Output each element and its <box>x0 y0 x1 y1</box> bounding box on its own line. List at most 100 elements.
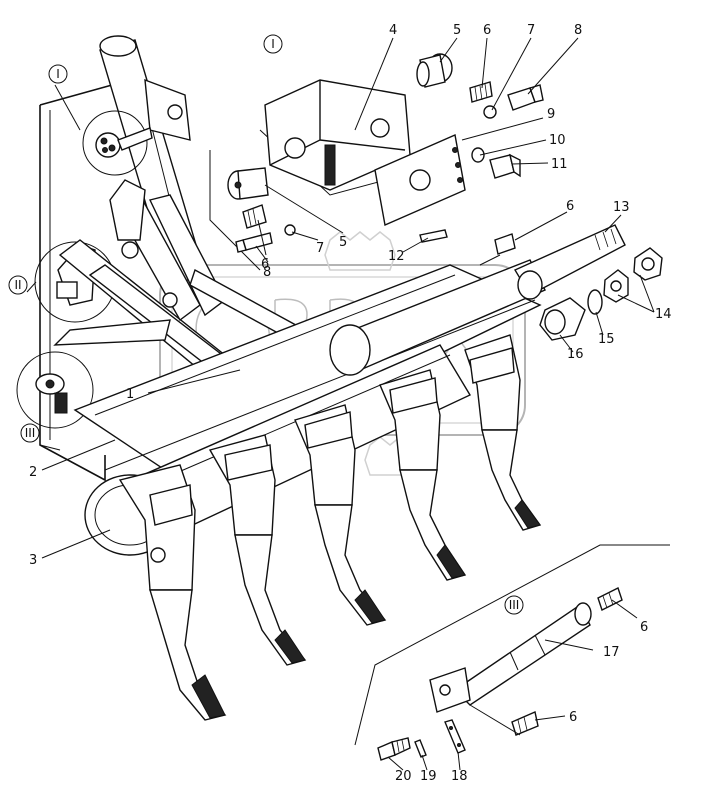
leader-8-top <box>527 37 579 95</box>
view-marker-III-right: III <box>504 595 524 615</box>
svg-text:III: III <box>25 426 36 440</box>
callout-2: 2 <box>29 465 37 480</box>
leader-12 <box>402 237 429 253</box>
leader-17 <box>544 639 594 651</box>
svg-text:II: II <box>14 278 21 292</box>
plate-18-head <box>429 667 471 713</box>
bolt-8-top <box>507 84 544 111</box>
callout-19: 19 <box>420 769 437 784</box>
callout-8-left: 8 <box>263 265 271 280</box>
callout-7-left: 7 <box>316 241 324 256</box>
callout-3: 3 <box>29 553 37 568</box>
callout-10: 10 <box>549 133 566 148</box>
exploded-view-I <box>209 53 544 271</box>
callout-13: 13 <box>613 200 630 215</box>
callout-20: 20 <box>395 769 412 784</box>
callout-7-top: 7 <box>527 23 535 38</box>
leader-20 <box>387 756 404 771</box>
leader-15 <box>595 311 604 336</box>
view-marker-I-left: I <box>48 64 68 84</box>
leader-5-left <box>264 184 344 234</box>
shank-brackets <box>149 347 515 526</box>
leader-6-top <box>481 37 488 89</box>
leader-8-left <box>255 245 269 263</box>
callout-6-right: 6 <box>640 620 648 635</box>
leader-10 <box>479 139 547 156</box>
leader-18 <box>457 751 461 771</box>
callout-8-top: 8 <box>574 23 582 38</box>
washer-19 <box>414 739 427 758</box>
bolt-6-lower <box>511 711 539 736</box>
callout-5-left: 5 <box>339 235 347 250</box>
svg-text:I: I <box>56 67 60 81</box>
view-markers: I I II III III <box>8 34 524 615</box>
bolt-6-left <box>242 204 267 229</box>
washer-10 <box>471 147 485 163</box>
bolt-6-top <box>469 81 493 103</box>
detail-circle-I <box>82 110 153 176</box>
leader-16 <box>559 334 574 353</box>
leader-6-left <box>257 219 267 256</box>
leader-19 <box>421 754 428 771</box>
leader-view-I-left <box>54 84 81 131</box>
callout-14: 14 <box>655 307 672 322</box>
washer-7-left <box>284 224 296 236</box>
view-marker-I-top: I <box>263 34 283 54</box>
leader-2 <box>41 439 116 471</box>
view-III-assembly <box>354 544 670 761</box>
callout-18: 18 <box>451 769 468 784</box>
leader-view-II <box>26 281 37 293</box>
leader-1 <box>147 369 241 394</box>
leader-14a <box>639 274 655 313</box>
axle-17 <box>453 602 592 706</box>
leader-3 <box>41 529 111 559</box>
leader-11 <box>511 162 549 165</box>
bushing-16 <box>539 297 586 341</box>
svg-text:III: III <box>509 598 520 612</box>
callout-5-top: 5 <box>453 23 461 38</box>
leader-4 <box>354 37 394 131</box>
view-marker-II: II <box>8 275 28 295</box>
leader-7-left <box>291 231 319 241</box>
detail-circle-III <box>16 351 94 429</box>
callout-12: 12 <box>388 249 405 264</box>
callout-labels: 1 2 3 4 5 5 6 6 6 6 6 7 7 8 8 9 10 11 12… <box>29 23 672 784</box>
svg-text:I: I <box>271 37 275 51</box>
bracket-4 <box>264 79 411 191</box>
bolt-8-left <box>235 232 273 253</box>
pin-5-top <box>416 53 453 88</box>
callout-15: 15 <box>598 332 615 347</box>
callout-6-top: 6 <box>483 23 491 38</box>
view-marker-III-left: III <box>20 423 40 443</box>
callout-11: 11 <box>551 157 568 172</box>
pin-13-assembly <box>479 224 663 341</box>
callout-17: 17 <box>603 645 620 660</box>
callout-9: 9 <box>547 107 555 122</box>
callout-16: 16 <box>567 347 584 362</box>
strip-18 <box>444 719 466 754</box>
callout-6-mid: 6 <box>566 199 574 214</box>
ripper-frame-beam <box>73 259 546 481</box>
callout-6-lower: 6 <box>569 710 577 725</box>
nut-14 <box>603 247 663 303</box>
callout-1: 1 <box>126 387 134 402</box>
washer-15 <box>587 289 603 315</box>
leader-7-top <box>491 37 532 111</box>
plate-9 <box>374 134 466 226</box>
bolt-6-right <box>597 587 623 611</box>
leader-14b <box>617 294 655 313</box>
leader-5-top <box>439 37 458 63</box>
leader-6-lower <box>534 715 566 721</box>
washer-7-top <box>483 105 497 119</box>
leader-13 <box>604 214 622 233</box>
leader-6-mid <box>514 211 568 241</box>
leader-9 <box>461 117 544 141</box>
callout-6-left: 6 <box>261 257 269 272</box>
pin-5-left <box>227 167 269 200</box>
bolt-20 <box>377 737 411 761</box>
callout-4: 4 <box>389 23 397 38</box>
leader-6-right <box>611 599 638 619</box>
bolt-11 <box>489 153 521 179</box>
